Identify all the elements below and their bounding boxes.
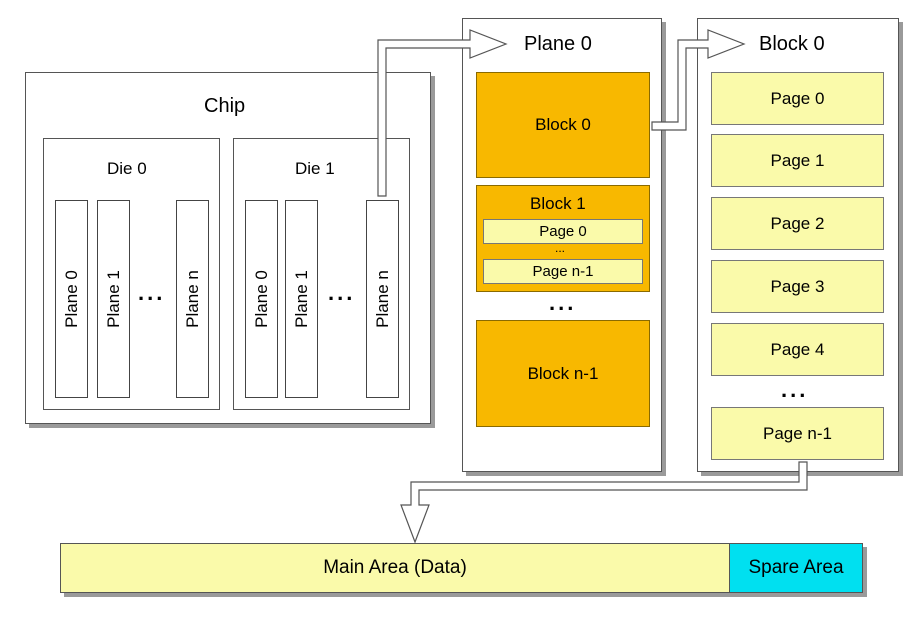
arrow-page-zoom	[400, 461, 808, 544]
plane-blocks-ellipsis: ...	[549, 290, 577, 315]
block-detail-title: Block 0	[759, 33, 825, 55]
block-1-page-ellipsis: ...	[555, 241, 566, 255]
page-3: Page 3	[711, 260, 884, 313]
die-0-plane-1: Plane 1	[97, 200, 130, 398]
block-0-label: Block 0	[535, 115, 591, 134]
block-n-1-label: Block n-1	[527, 363, 599, 383]
block-1-page-last: Page n-1	[483, 259, 643, 284]
block-pages-ellipsis: ...	[781, 377, 809, 402]
page-label: Page 0	[539, 223, 587, 240]
die-1-label: Die 1	[295, 159, 335, 178]
die-0-plane-n: Plane n	[176, 200, 209, 398]
page-label: Page 3	[770, 276, 825, 296]
main-area: Main Area (Data)	[61, 544, 729, 592]
page-label: Page 0	[770, 88, 825, 108]
plane-label: Plane 1	[291, 270, 311, 328]
page-label: Page n-1	[763, 423, 832, 443]
page-label: Page 2	[770, 213, 825, 233]
block-0: Block 0	[476, 72, 650, 178]
page-label: Page n-1	[532, 263, 594, 280]
page-2: Page 2	[711, 197, 884, 250]
plane-label: Plane 1	[103, 270, 123, 328]
die-1-ellipsis: ...	[328, 280, 356, 305]
plane-label: Plane n	[372, 270, 392, 328]
die-1-plane-0: Plane 0	[245, 200, 278, 398]
plane-detail-title: Plane 0	[524, 33, 592, 55]
die-0-label: Die 0	[107, 159, 147, 178]
chip-title: Chip	[204, 95, 246, 117]
page-4: Page 4	[711, 323, 884, 376]
spare-area-label: Spare Area	[748, 557, 844, 578]
plane-label: Plane 0	[251, 270, 271, 328]
die-1-plane-1: Plane 1	[285, 200, 318, 398]
plane-label: Plane n	[182, 270, 202, 328]
page-label: Page 4	[770, 339, 825, 359]
page-1: Page 1	[711, 134, 884, 187]
die-0-plane-0: Plane 0	[55, 200, 88, 398]
page-label: Page 1	[770, 150, 825, 170]
page-0: Page 0	[711, 72, 884, 125]
die-0-ellipsis: ...	[138, 280, 166, 305]
block-1-page-0: Page 0	[483, 219, 643, 244]
block-n-1: Block n-1	[476, 320, 650, 427]
spare-area: Spare Area	[729, 544, 862, 592]
die-1-plane-n: Plane n	[366, 200, 399, 398]
main-area-label: Main Area (Data)	[323, 557, 467, 578]
page-n-1: Page n-1	[711, 407, 884, 460]
block-1-label: Block 1	[530, 194, 586, 213]
plane-label: Plane 0	[61, 270, 81, 328]
